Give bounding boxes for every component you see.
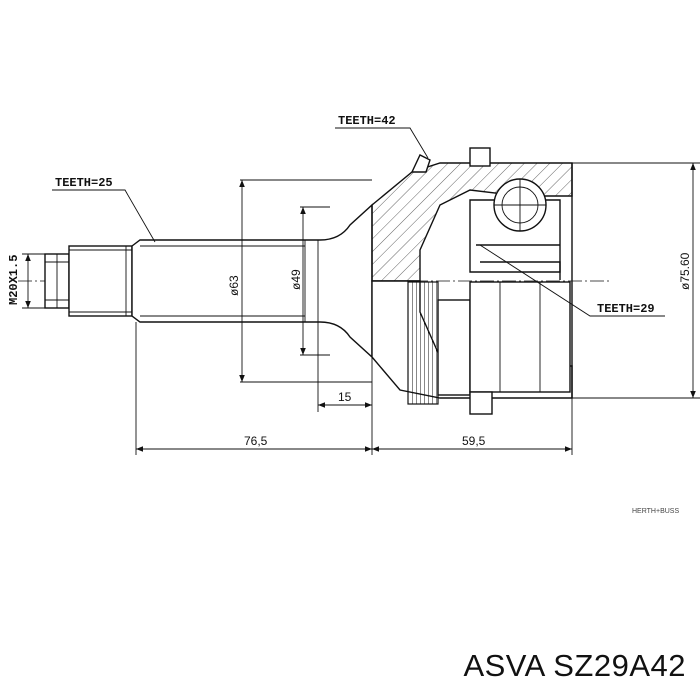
teeth-25-label: TEETH=25 (55, 176, 113, 190)
teeth-29-label: TEETH=29 (597, 302, 655, 316)
threaded-stub (44, 245, 133, 317)
splined-shaft (131, 203, 373, 359)
dia-63-label: ø63 (227, 275, 241, 296)
product-caption: ASVA SZ29A42 (463, 648, 686, 683)
dim-15-label: 15 (338, 390, 352, 404)
dimensions (22, 162, 700, 455)
thread-label: M20X1.5 (7, 255, 21, 305)
dim-765-label: 76,5 (244, 434, 268, 448)
leaders (52, 127, 665, 317)
hub-body (469, 281, 571, 415)
brand-watermark: HERTH+BUSS (632, 508, 679, 515)
dia-49-label: ø49 (289, 269, 303, 290)
dim-595-label: 59,5 (462, 434, 486, 448)
dia-7560-label: ø75.60 (678, 252, 692, 290)
abs-ring (407, 281, 471, 405)
teeth-42-label: TEETH=42 (338, 114, 396, 128)
